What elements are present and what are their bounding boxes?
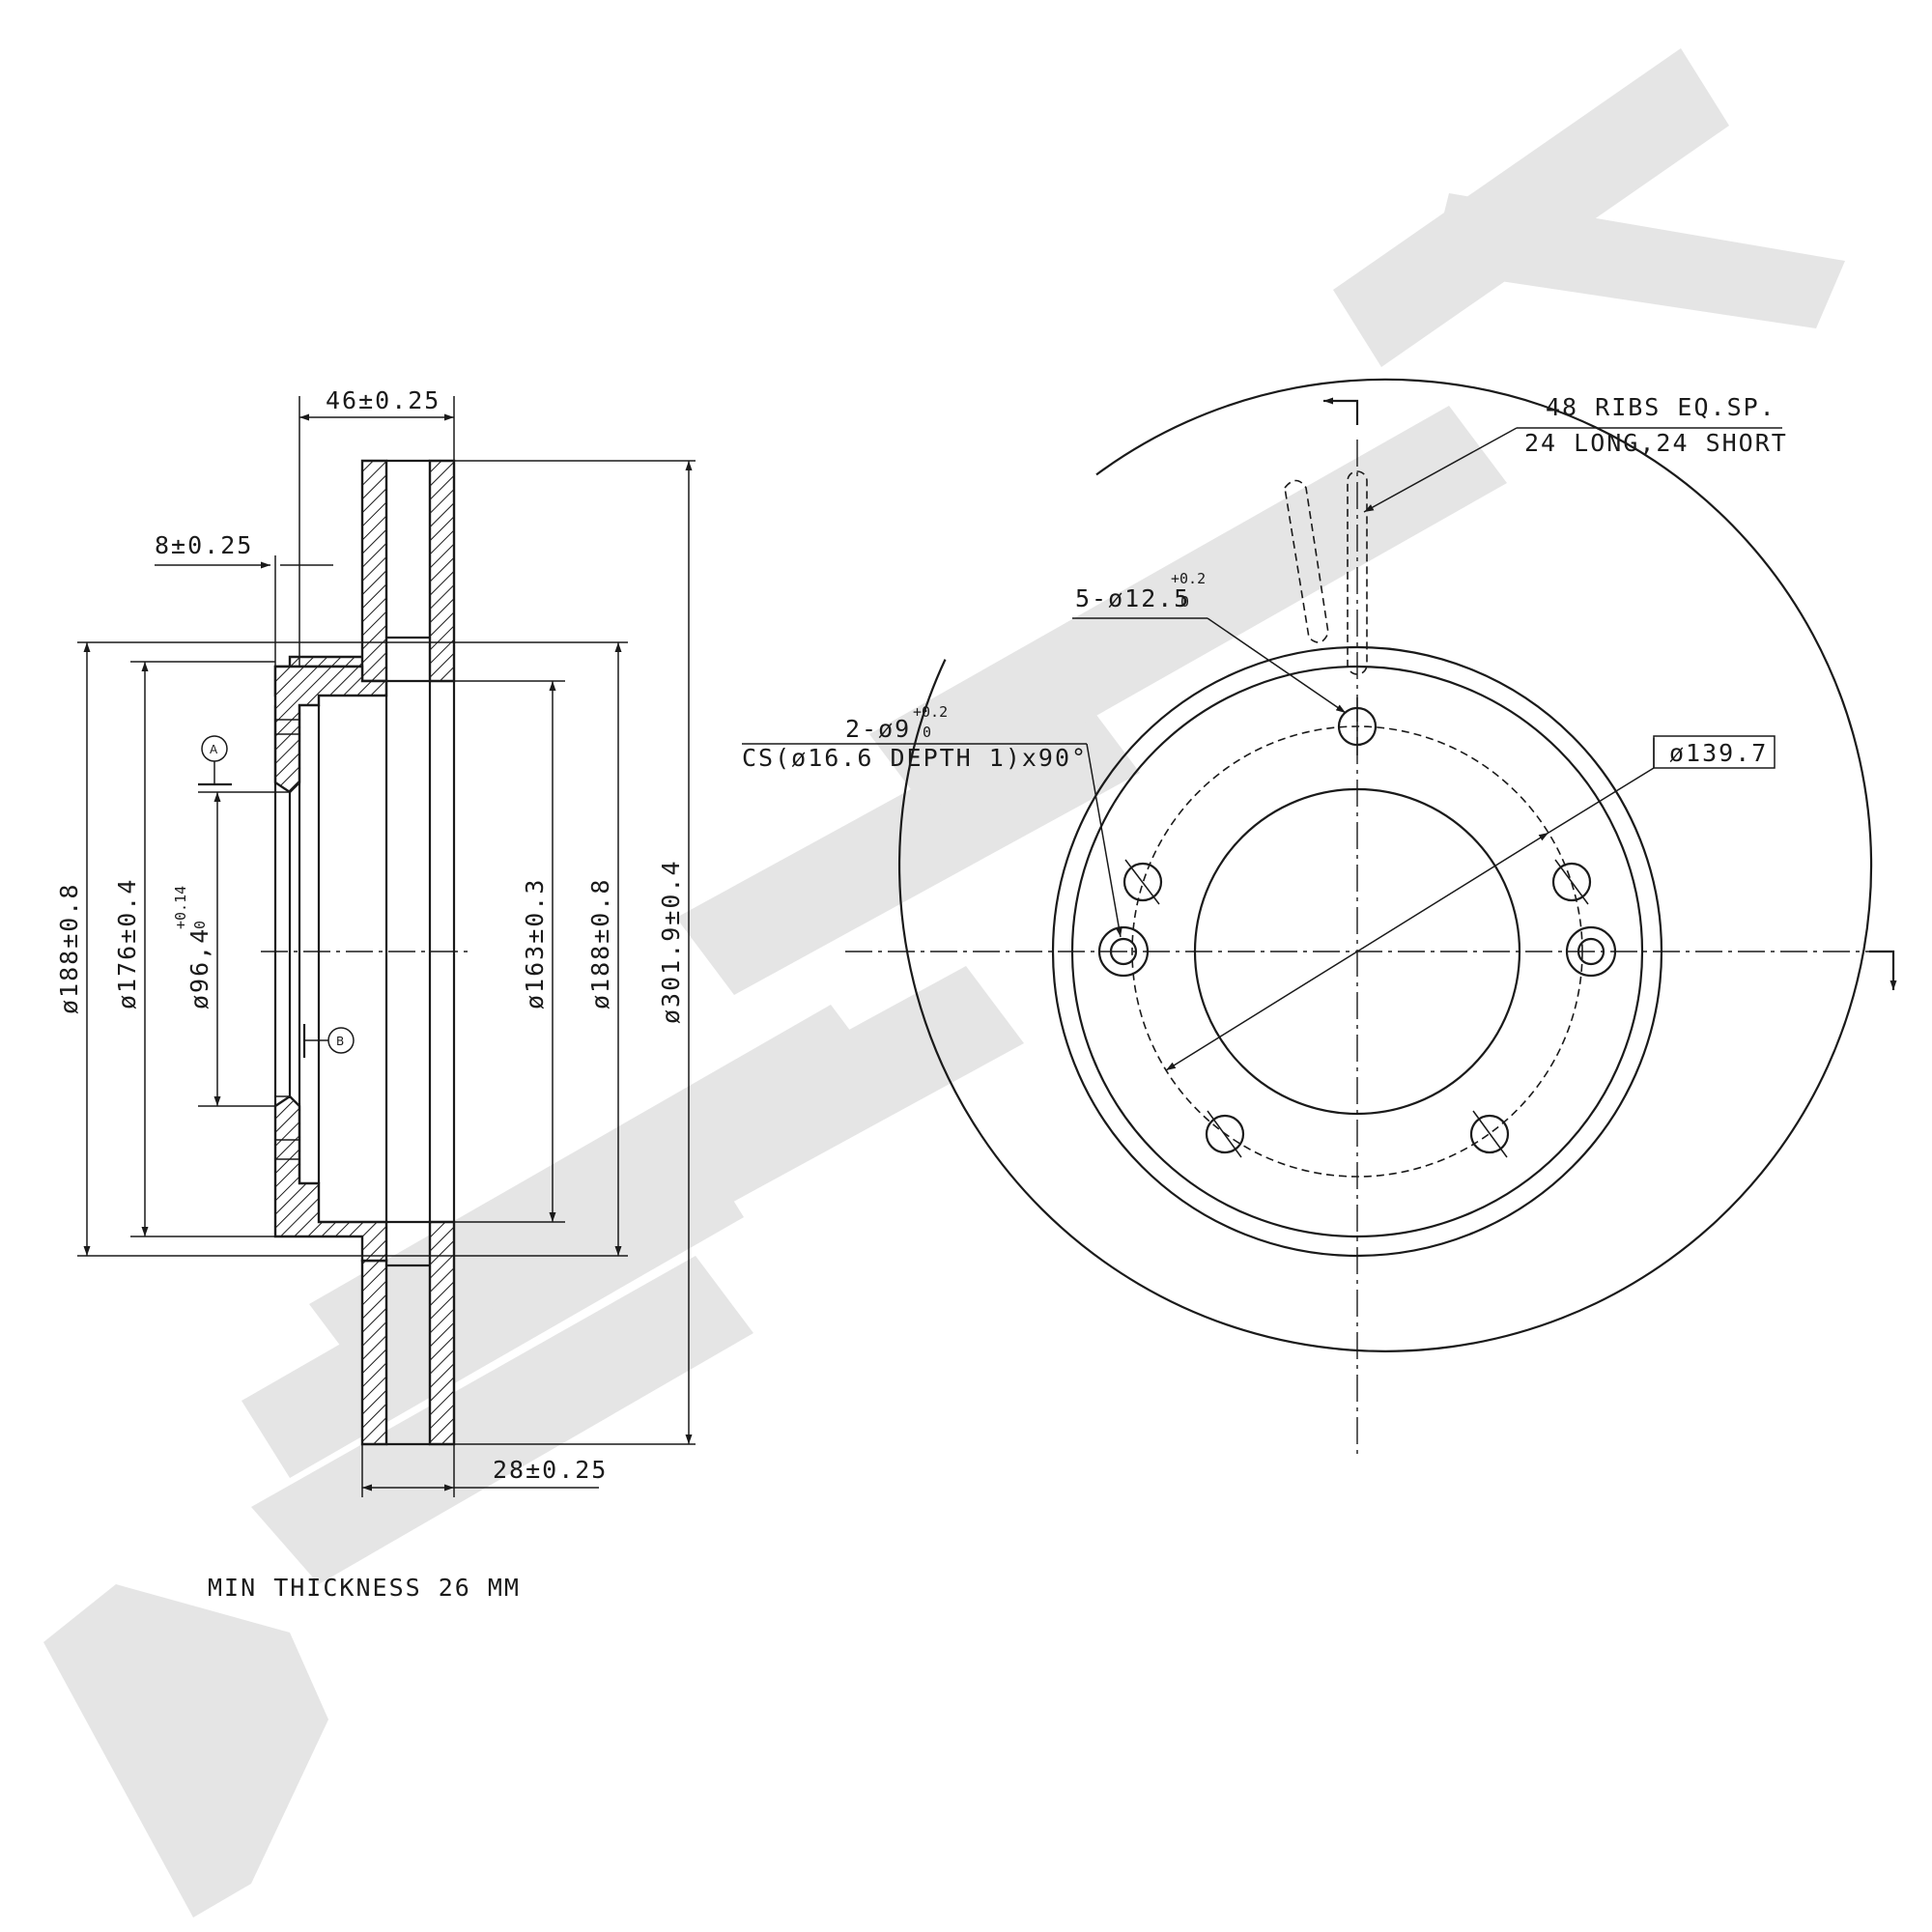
aux-holes <box>1097 925 1617 978</box>
aux-hole-countersink <box>1097 925 1150 978</box>
d176-label: ø176±0.4 <box>113 878 141 1009</box>
bolt-hole <box>1205 1114 1245 1154</box>
min-thickness-note: MIN THICKNESS 26 MM <box>208 1574 521 1602</box>
vent-ribs <box>1284 470 1368 675</box>
pcd-box <box>1653 735 1776 769</box>
section-outer-plate-top <box>273 459 388 697</box>
section-hat-bottom <box>273 1094 388 1263</box>
ribs-leader <box>1363 427 1518 513</box>
bolt-holes <box>1122 697 1592 1158</box>
countersink-label: CS(ø16.6 DEPTH 1)x90° <box>742 744 1088 772</box>
bolt-hole <box>1551 862 1592 902</box>
bolt-note-leader <box>1207 617 1347 714</box>
section-outer-plate-bottom <box>360 1259 388 1446</box>
bolt-tol-upper: +0.2 <box>1171 570 1206 587</box>
bolt-tol-lower: 0 <box>1180 593 1189 611</box>
aux-note-leader <box>1086 743 1122 938</box>
outer-diameter-label: ø301.9±0.4 <box>657 859 685 1024</box>
aux-holes-label: 2-ø9 <box>845 715 911 743</box>
section-inner-plate-top <box>428 459 456 683</box>
svg-text:A: A <box>210 743 218 756</box>
section-view: 46±0.25 8±0.25 28±0.25 ø301.9±0.4 ø188±0… <box>55 386 696 1602</box>
section-mark-top <box>1333 399 1359 425</box>
svg-text:B: B <box>336 1035 344 1048</box>
pcd-dim-line <box>1165 832 1549 1071</box>
d188-right-label: ø188±0.8 <box>586 878 614 1009</box>
bolt-holes-label: 5-ø12.5 <box>1075 584 1190 612</box>
aux-hole-countersink <box>1565 925 1617 978</box>
front-view: ø139.7 48 RIBS EQ.SP. 24 LONG,24 SHORT 5… <box>742 378 1897 1459</box>
overall-width-label: 46±0.25 <box>326 386 440 414</box>
zenmek-watermark-logo <box>43 48 1845 1918</box>
bore-tol-lower: 0 <box>191 921 209 929</box>
ribs-note-line2: 24 LONG,24 SHORT <box>1524 429 1788 457</box>
bore-label: ø96,4 <box>185 927 213 1009</box>
bore-tol-upper: +0.14 <box>172 886 189 929</box>
hat-flange-label: 8±0.25 <box>155 531 253 559</box>
datum-a: A <box>198 735 232 786</box>
aux-hole <box>1109 937 1138 966</box>
section-hat-top <box>273 665 388 794</box>
disc-outer-edge <box>897 378 1873 1352</box>
d188-left-label: ø188±0.8 <box>55 883 83 1014</box>
datum-b: B <box>302 1024 355 1058</box>
aux-hole <box>1577 937 1605 966</box>
bolt-hole <box>1469 1114 1510 1154</box>
d163-label: ø163±0.3 <box>521 878 549 1009</box>
disc-thickness-label: 28±0.25 <box>493 1456 608 1484</box>
pcd-label: ø139.7 <box>1669 739 1768 767</box>
aux-tol-lower: 0 <box>923 724 931 741</box>
aux-tol-upper: +0.2 <box>913 703 948 721</box>
section-mark-right <box>1869 950 1897 990</box>
ribs-note-line1: 48 RIBS EQ.SP. <box>1546 393 1776 421</box>
bolt-hole <box>1122 862 1163 902</box>
